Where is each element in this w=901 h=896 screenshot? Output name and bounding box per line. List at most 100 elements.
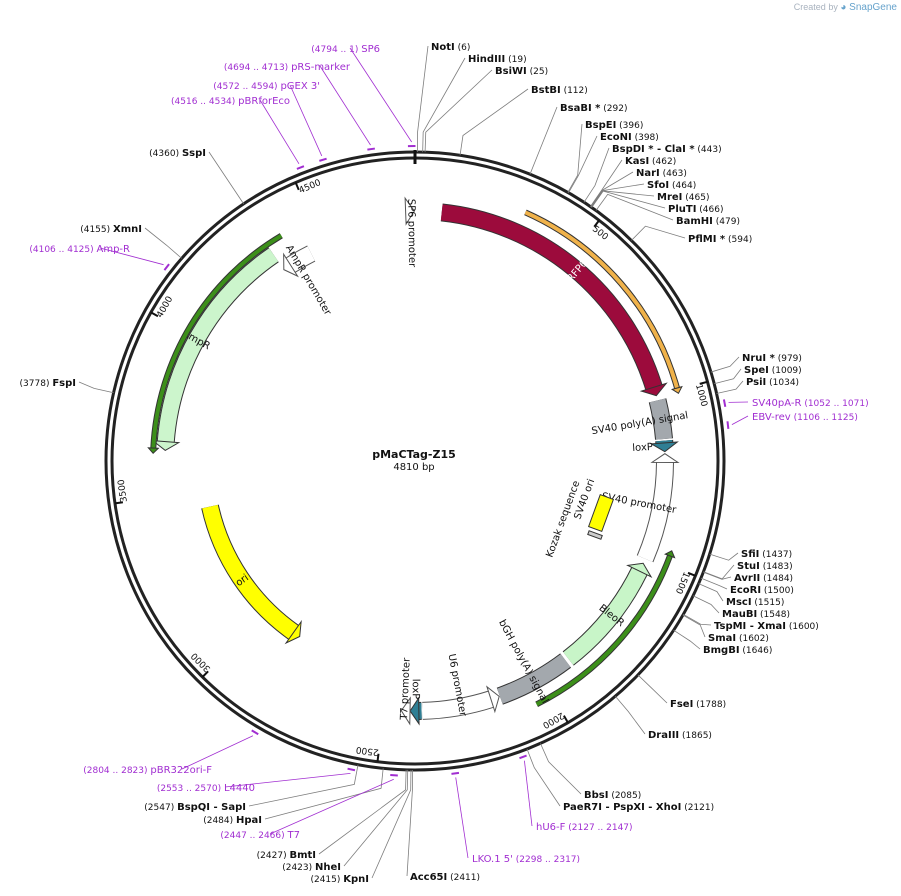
green-feature-body [535, 555, 672, 707]
primer-leader-line [224, 773, 351, 788]
site-smai: SmaI (1602) [682, 614, 769, 644]
loxp-2-label: loxP [410, 679, 421, 700]
site-paer7i: PaeR7I - PspXI - XhoI (2121) [526, 748, 714, 813]
site-label: FseI (1788) [670, 699, 726, 710]
site-leader-line [540, 743, 582, 795]
primer-range: (4106 .. 4125) [29, 245, 96, 255]
site-name: SfiI [741, 549, 759, 560]
primer-label: (4516 .. 4534) pBRforEco [171, 96, 290, 107]
tick-mark [201, 670, 209, 678]
amp-green-body [151, 233, 283, 449]
primer-name: SP6 [361, 44, 380, 55]
ampr-arrowhead [151, 440, 181, 451]
site-leader-line [78, 381, 114, 394]
site-bmti: (2427) BmtI [257, 769, 407, 861]
site-leader-line [595, 193, 674, 221]
primer-pgex-3-: (4572 .. 4594) pGEX 3' [213, 81, 327, 162]
primer-mark [347, 767, 356, 772]
primer-pbrforeco: (4516 .. 4534) pBRforEco [171, 96, 305, 170]
site-leader-line [422, 57, 466, 153]
feature-loxp-1: loxP [632, 439, 679, 454]
site-label: BstBI (112) [531, 85, 588, 96]
site-name: BspEI [585, 120, 616, 131]
site-label: NruI * (979) [742, 353, 802, 364]
sp6-promoter-arrowhead [404, 196, 415, 226]
site-label: (2484) HpaI [203, 815, 262, 826]
feature-bleor: BleoR [562, 562, 653, 666]
tick-mark [376, 753, 380, 762]
site-name: SmaI [708, 633, 736, 644]
site-label: MreI (465) [657, 192, 709, 203]
site-extra-position: (1600) [786, 622, 819, 632]
site-name: EcoRI [730, 585, 761, 596]
primer-label: SV40pA-R (1052 .. 1071) [752, 398, 869, 409]
site-bspdi: BspDI * - ClaI * (443) [583, 144, 722, 203]
feature-u6-promoter: U6 promoter [422, 653, 500, 720]
site-spei: SpeI (1009) [714, 365, 802, 385]
site-leader-line [700, 577, 728, 590]
mirfp670-body [440, 204, 662, 390]
site-leader-line [631, 225, 686, 241]
site-leader-line [526, 748, 561, 807]
primer-range: (1106 .. 1125) [791, 413, 858, 423]
site-mrei: MreI (465) [591, 190, 709, 208]
primer-prs-marker: (4694 .. 4713) pRS-marker [224, 62, 376, 151]
primer-name: pGEX 3' [280, 81, 320, 92]
site-pluti: PluTI (466) [591, 190, 723, 215]
site-position: (4360) [149, 149, 182, 159]
site-leader-line [417, 45, 429, 153]
primer-label: (2447 .. 2466) T7 [220, 830, 300, 841]
site-bmgbi: BmgBI (1646) [673, 629, 772, 656]
site-label: NotI (6) [431, 42, 470, 53]
site-name: HindIII [468, 54, 505, 65]
sp6-promoter-label: SP6 promoter [405, 199, 417, 268]
green-feature-arrowhead [663, 550, 676, 559]
site-name: KpnI [343, 874, 369, 885]
site-label: BmgBI (1646) [703, 645, 772, 656]
site-position: (1646) [740, 646, 773, 656]
site-name: KasI [625, 156, 649, 167]
site-position: (2484) [203, 816, 236, 826]
site-name: NruI [742, 353, 766, 364]
primer-mark [251, 729, 259, 736]
site-bspqi: (2547) BspQI - SapI [144, 764, 359, 813]
site-label: BsaBI * (292) [560, 103, 627, 114]
site-bsiwi: BsiWI (25) [424, 66, 548, 153]
primer-layer: (4794 .. 1) SP6(4694 .. 4713) pRS-marker… [29, 44, 868, 865]
site-extra-position: (2121) [681, 803, 714, 813]
site-leader-line [673, 629, 701, 650]
primer-mark [726, 421, 730, 429]
primer-pbr322ori-f: (2804 .. 2823) pBR322ori-F [83, 729, 259, 776]
site-name: MreI [657, 192, 682, 203]
site-nari: NarI (463) [590, 168, 687, 208]
site-leader-line [264, 768, 384, 820]
site-label: PaeR7I - PspXI - XhoI (2121) [563, 802, 714, 813]
site-position: (2085) [608, 791, 641, 801]
primer-leader-line [99, 247, 164, 266]
feature-sv40-promoter: SV40 promoter [601, 453, 680, 563]
site-name: FspI [52, 378, 76, 389]
site-position: (2427) [257, 851, 290, 861]
site-position: (1548) [757, 610, 790, 620]
site-name: HpaI [236, 815, 262, 826]
primer-mark [722, 399, 727, 408]
site-position: (2423) [282, 863, 315, 873]
site-label: (2415) KpnI [310, 874, 369, 885]
site-nrui: NruI * (979) [710, 353, 802, 373]
site-name: PaeR7I [563, 802, 602, 813]
site-label: Acc65I (2411) [410, 872, 480, 883]
primer-amp-r: (4106 .. 4125) Amp-R [29, 244, 170, 271]
site-hindiii: HindIII (19) [422, 54, 527, 153]
primer-range: (1052 .. 1071) [801, 399, 868, 409]
site-name: BsaBI [560, 103, 592, 114]
u6-promoter-arrowhead [486, 685, 500, 714]
tick-mark [150, 311, 159, 318]
site-leader-line [371, 769, 412, 879]
site-sfii: SfiI (1437) [709, 549, 792, 561]
sv40-polya-body [649, 398, 672, 440]
site-label: (4155) XmnI [80, 224, 142, 235]
site-noti: NotI (6) [417, 42, 470, 153]
site-leader-line [591, 190, 655, 208]
site-label: SpeI (1009) [744, 365, 802, 376]
site-name: SfoI [647, 180, 669, 191]
